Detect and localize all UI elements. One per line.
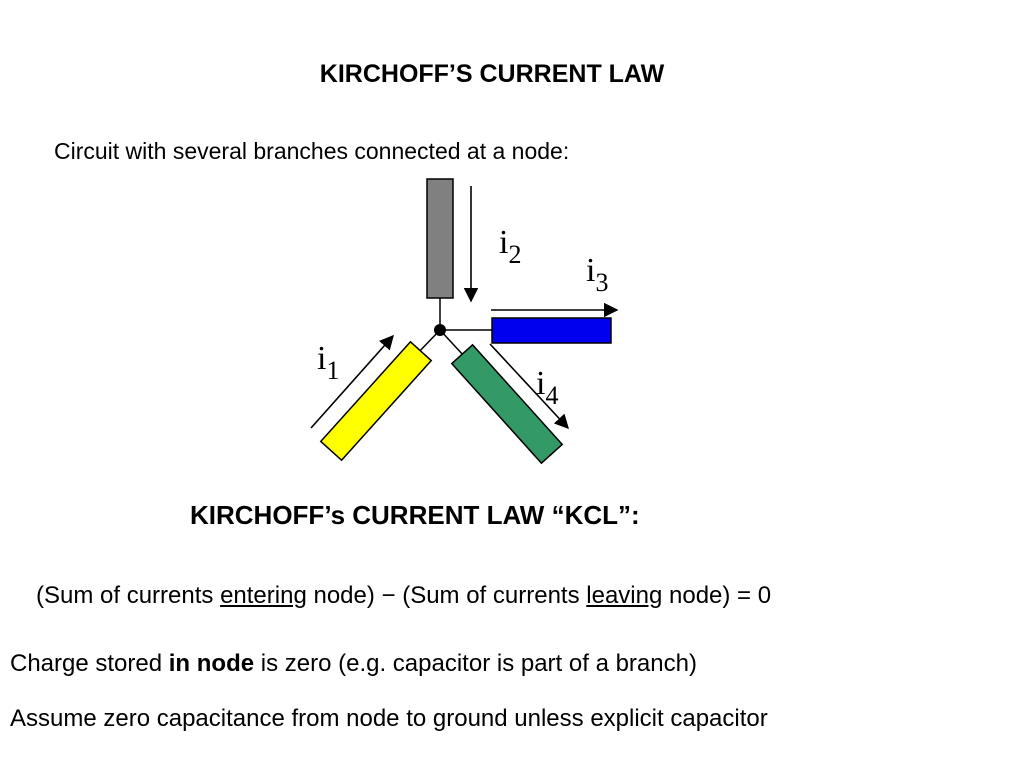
label-i4: i4 bbox=[536, 365, 558, 410]
charge-note-post: is zero (e.g. capacitor is part of a bra… bbox=[254, 650, 697, 677]
branch-3-element bbox=[491, 317, 612, 344]
label-i3: i3 bbox=[586, 252, 608, 297]
current-arrow-i1 bbox=[310, 334, 394, 429]
kcl-eq-part2: node) bbox=[306, 582, 382, 609]
kcl-equation: (Sum of currents entering node) − (Sum o… bbox=[36, 582, 771, 610]
label-i2: i2 bbox=[499, 224, 521, 269]
kcl-eq-part3: (Sum of currents bbox=[395, 582, 587, 609]
intro-text: Circuit with several branches connected … bbox=[54, 138, 570, 164]
branch-1-element bbox=[319, 340, 433, 462]
junction-node bbox=[434, 324, 446, 336]
kcl-eq-leaving: leaving bbox=[586, 582, 663, 609]
branch-4-element bbox=[450, 343, 564, 465]
kcl-eq-entering: entering bbox=[220, 582, 307, 609]
charge-note-bold: in node bbox=[168, 650, 255, 677]
node-wires bbox=[413, 298, 492, 358]
capacitance-note: Assume zero capacitance from node to gro… bbox=[10, 705, 768, 732]
charge-note-pre: Charge stored bbox=[10, 650, 169, 677]
kcl-eq-part4: node) = 0 bbox=[662, 582, 772, 609]
kcl-heading: KIRCHOFF’s CURRENT LAW “KCL”: bbox=[190, 500, 640, 530]
kcl-eq-part1: (Sum of currents bbox=[36, 582, 221, 609]
branch-2-element bbox=[426, 178, 454, 299]
charge-note: Charge stored in node is zero (e.g. capa… bbox=[10, 650, 697, 678]
kcl-eq-minus: − bbox=[381, 582, 396, 609]
slide-title: KIRCHOFF’S CURRENT LAW bbox=[319, 60, 665, 88]
label-i1: i1 bbox=[317, 340, 339, 385]
current-arrow-i4 bbox=[489, 343, 569, 430]
